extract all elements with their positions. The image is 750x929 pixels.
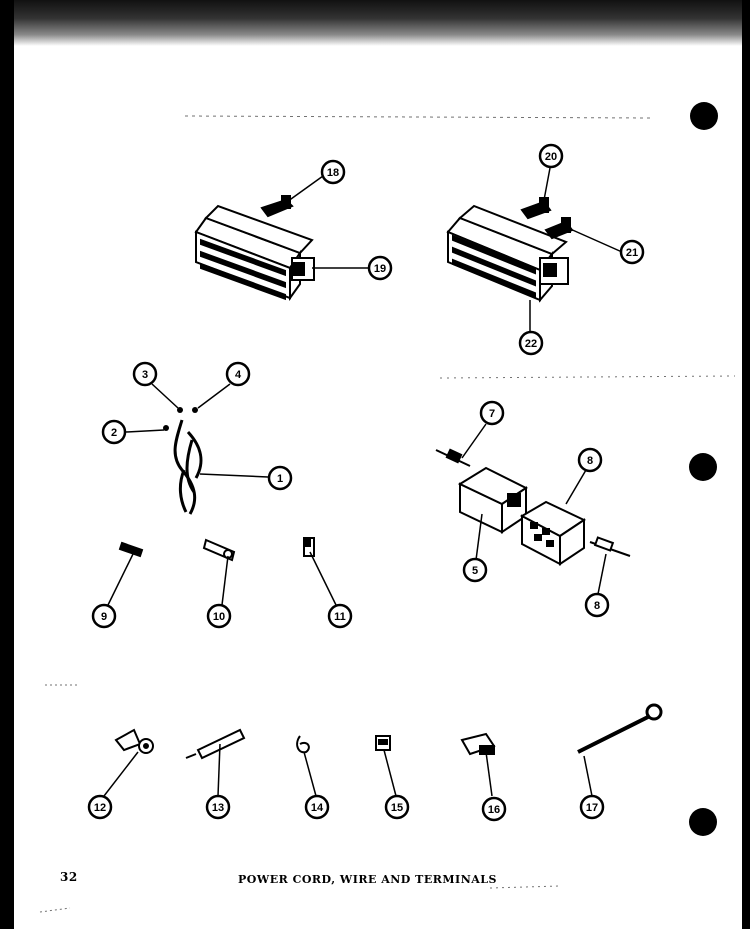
callout-5: 5	[462, 557, 488, 583]
svg-text:10: 10	[213, 611, 225, 623]
terminal-9	[118, 541, 144, 558]
svg-text:22: 22	[525, 338, 537, 350]
svg-text:15: 15	[391, 802, 403, 814]
callout-8-upper: 8	[577, 447, 603, 473]
connector-15	[375, 735, 391, 751]
svg-text:16: 16	[488, 804, 500, 816]
callout-8-lower: 8	[584, 592, 610, 618]
receptacle-housing-6	[519, 500, 587, 566]
terminal-18	[260, 195, 294, 218]
svg-text:8: 8	[594, 600, 600, 612]
callout-17: 17	[579, 794, 605, 820]
callout-2: 2	[101, 419, 127, 445]
page-caption: POWER CORD, WIRE AND TERMINALS	[238, 873, 497, 886]
terminal-10	[202, 538, 236, 562]
butt-splice-13	[185, 728, 246, 760]
scan-noise	[39, 115, 736, 913]
callout-19: 19	[367, 255, 393, 281]
svg-text:4: 4	[235, 369, 242, 381]
svg-text:11: 11	[334, 611, 346, 623]
callout-10: 10	[206, 603, 232, 629]
binder-hole	[689, 453, 717, 481]
scanned-top-edge	[14, 0, 742, 46]
callout-15: 15	[384, 794, 410, 820]
svg-text:19: 19	[374, 263, 386, 275]
plug-housing-5	[457, 466, 528, 534]
cable-tie-17	[577, 703, 663, 754]
callout-13: 13	[205, 794, 231, 820]
callout-20: 20	[538, 143, 564, 169]
svg-text:12: 12	[94, 802, 106, 814]
wire-tie-14	[296, 735, 310, 754]
svg-text:13: 13	[212, 802, 224, 814]
svg-text:5: 5	[472, 565, 478, 577]
callout-3: 3	[132, 361, 158, 387]
callout-4: 4	[225, 361, 251, 387]
terminal-20	[520, 197, 552, 220]
svg-text:7: 7	[489, 408, 495, 420]
svg-text:17: 17	[586, 802, 598, 814]
callout-14: 14	[304, 794, 330, 820]
svg-text:18: 18	[327, 167, 339, 179]
svg-text:2: 2	[111, 427, 117, 439]
connector-housing-22	[446, 204, 569, 303]
callout-11: 11	[327, 603, 353, 629]
callout-7: 7	[479, 400, 505, 426]
wire-ends	[163, 407, 198, 431]
leader-lines	[103, 167, 623, 797]
paper-sheet	[14, 0, 742, 929]
pin-terminal-7	[435, 448, 471, 467]
binder-hole	[690, 102, 718, 130]
callout-22: 22	[518, 330, 544, 356]
connector-housing-19	[194, 204, 315, 302]
wire-harness-1	[173, 419, 203, 515]
svg-text:14: 14	[311, 802, 324, 814]
page-number: 32	[60, 870, 78, 884]
callout-9: 9	[91, 603, 117, 629]
svg-text:8: 8	[587, 455, 593, 467]
callout-1: 1	[267, 465, 293, 491]
socket-terminal-8	[589, 536, 631, 557]
svg-text:9: 9	[101, 611, 107, 623]
clip-16	[460, 732, 496, 756]
svg-text:21: 21	[626, 247, 638, 259]
callout-16: 16	[481, 796, 507, 822]
callout-18-top: 18	[320, 159, 346, 185]
binder-hole	[689, 808, 717, 836]
callout-21: 21	[619, 239, 645, 265]
callout-12: 12	[87, 794, 113, 820]
ring-terminal-12	[114, 728, 154, 754]
terminal-11	[303, 537, 315, 557]
svg-text:3: 3	[142, 369, 148, 381]
svg-text:1: 1	[277, 473, 283, 485]
svg-text:20: 20	[545, 151, 557, 163]
